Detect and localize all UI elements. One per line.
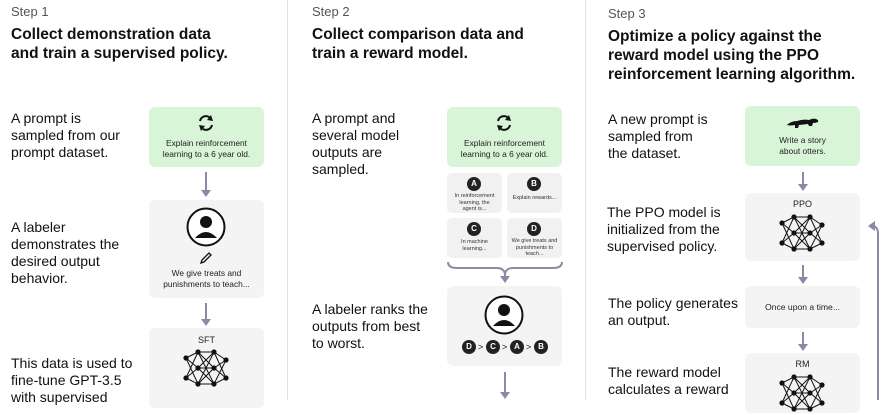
step-3-arrow-3	[798, 332, 808, 351]
otter-icon	[787, 118, 819, 128]
step-3-ppo-box: PPO	[745, 193, 860, 261]
step-2-rank-box: D > C > A > B	[447, 286, 562, 366]
loop-arrow-icon	[868, 221, 879, 400]
output-b-text: Explain rewards...	[512, 195, 557, 201]
rank-badge-1: D	[462, 340, 476, 354]
step-1-arrow-1	[201, 172, 211, 197]
step-2-arrow-1	[500, 272, 510, 283]
network-icon	[779, 374, 825, 412]
output-b-badge: B	[527, 177, 541, 191]
cycle-icon	[199, 115, 213, 131]
sft-label: SFT	[198, 335, 215, 345]
rank-sep-1: >	[478, 342, 484, 352]
step-2-arrow-2	[500, 372, 510, 399]
network-icon	[779, 214, 825, 252]
rm-label: RM	[795, 359, 810, 369]
ppo-label: PPO	[792, 199, 812, 209]
output-b-box: B Explain rewards...	[507, 173, 562, 213]
person-icon	[484, 295, 524, 335]
rank-badge-4: B	[534, 340, 548, 354]
output-c-badge: C	[467, 222, 481, 236]
step-1-sft-box: SFT	[149, 328, 264, 408]
step-3-output-text: Once upon a time...	[765, 302, 840, 312]
output-d-badge: D	[527, 222, 541, 236]
network-icon	[183, 349, 229, 387]
rank-sep-2: >	[502, 342, 508, 352]
step-2-label: Step 2	[312, 4, 350, 19]
cycle-icon	[497, 115, 511, 131]
step-2-title: Collect comparison data and train a rewa…	[312, 26, 524, 62]
pencil-icon	[199, 252, 212, 265]
step-3-label: Step 3	[608, 6, 646, 21]
step-1-title: Collect demonstration data and train a s…	[11, 26, 228, 62]
step-3-arrow-1	[798, 172, 808, 191]
step-1-arrow-2	[201, 303, 211, 326]
step-3-output-box: Once upon a time...	[745, 286, 860, 328]
rank-sep-3: >	[526, 342, 532, 352]
divider-2	[585, 0, 586, 400]
divider-1	[287, 0, 288, 400]
ranking-row: D > C > A > B	[447, 340, 562, 354]
step-3-arrow-2	[798, 265, 808, 284]
person-icon	[186, 207, 226, 247]
rank-badge-2: C	[486, 340, 500, 354]
output-a-badge: A	[467, 177, 481, 191]
rank-badge-3: A	[510, 340, 524, 354]
step-3-title: Optimize a policy against the reward mod…	[608, 28, 856, 83]
step-1-label: Step 1	[11, 4, 49, 19]
step-3-rm-box: RM	[745, 353, 860, 413]
